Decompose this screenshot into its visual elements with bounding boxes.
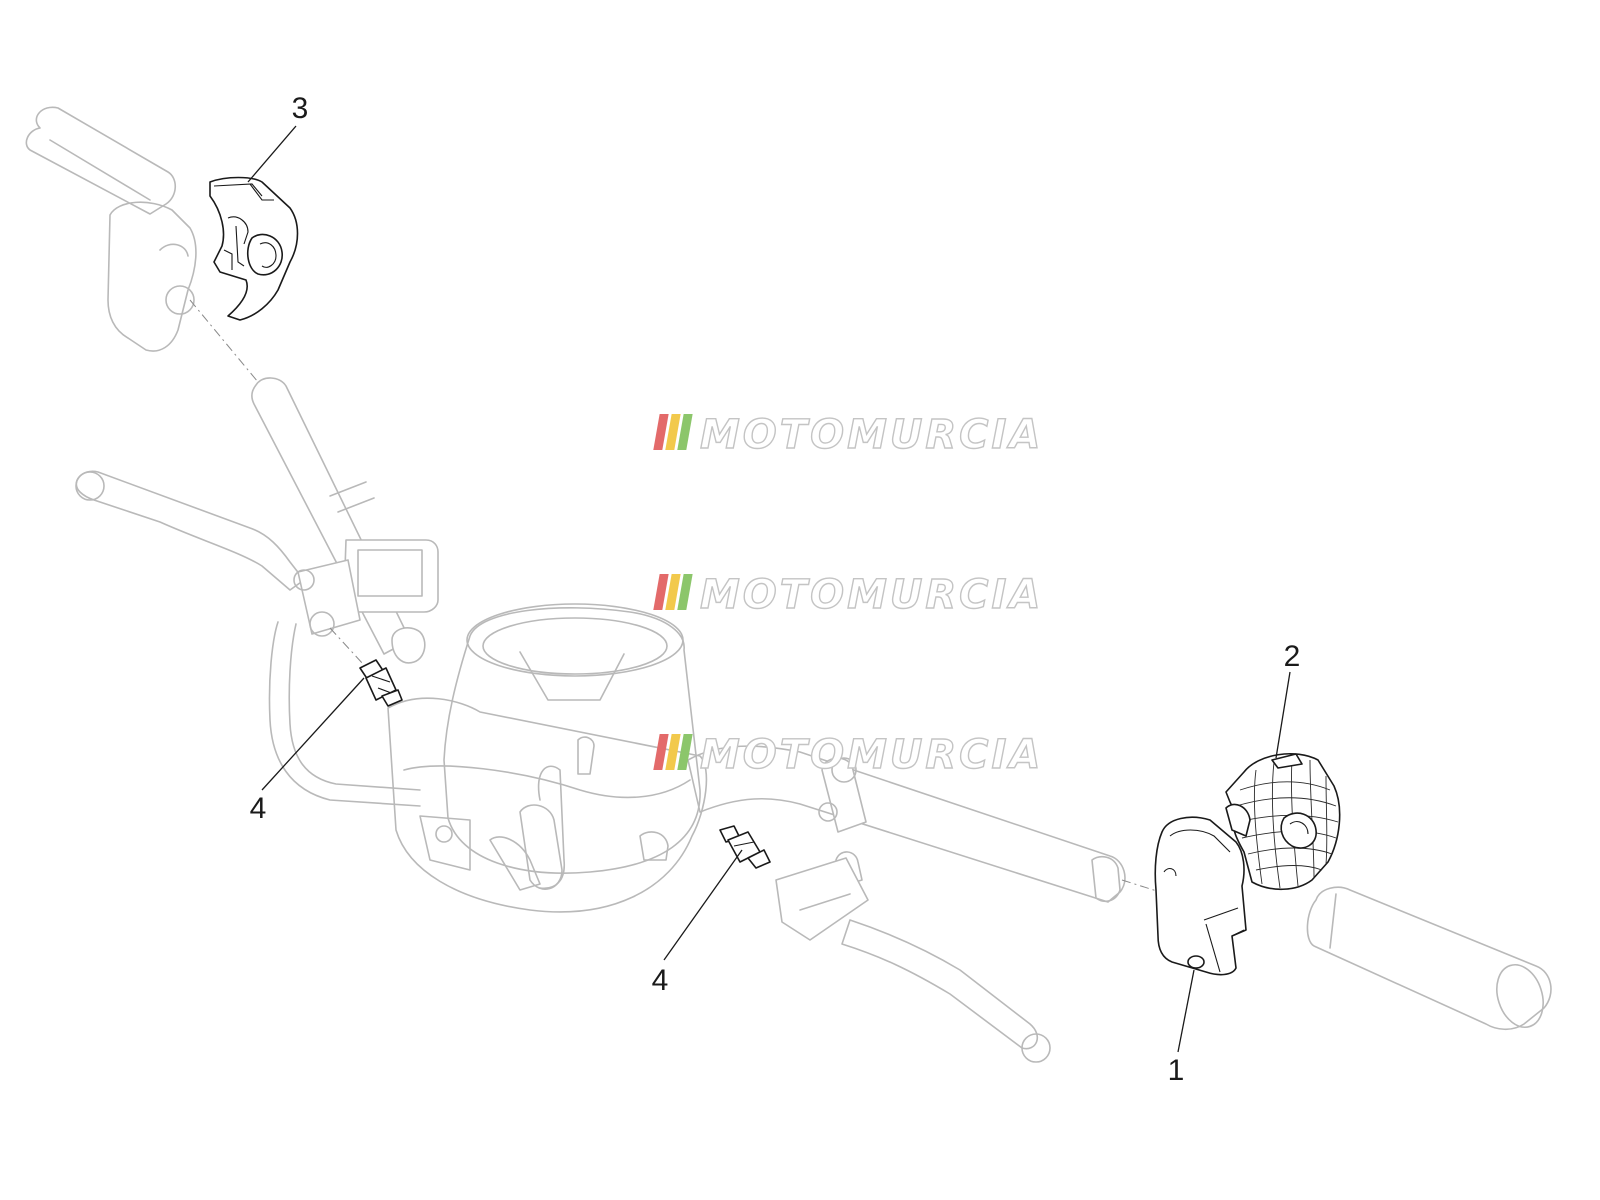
callout-1[interactable]: 1 xyxy=(1168,1054,1185,1087)
leader-line-4a xyxy=(261,677,365,791)
watermark-stripe-red xyxy=(653,574,669,610)
watermark-stripe-green xyxy=(677,574,693,610)
handlebar-assembly-outline xyxy=(25,106,1552,1063)
callout-4-left[interactable]: 4 xyxy=(250,792,267,825)
watermark-stripe-yellow xyxy=(665,574,681,610)
leader-line-3 xyxy=(247,125,297,183)
watermark: MOTOMURCIA MOTOMURCIA MOTOMURCIA xyxy=(653,411,1043,779)
part-4-right-stop-switch[interactable] xyxy=(719,825,771,869)
watermark-stripe-yellow xyxy=(665,734,681,770)
watermark-stripe-red xyxy=(653,734,669,770)
leader-lines xyxy=(247,125,1291,1053)
part-2-right-switch-cover[interactable] xyxy=(1225,753,1341,891)
watermark-stripe-red xyxy=(653,414,669,450)
part-4-left-stop-switch[interactable] xyxy=(359,659,403,707)
leader-line-4b xyxy=(663,849,743,961)
callout-4-right[interactable]: 4 xyxy=(652,964,669,997)
part-3-left-switch-cover[interactable] xyxy=(209,176,299,321)
callout-3[interactable]: 3 xyxy=(292,92,309,125)
watermark-stripe-green xyxy=(677,734,693,770)
part-1-right-switch-housing[interactable] xyxy=(1154,816,1247,976)
callout-2[interactable]: 2 xyxy=(1284,640,1301,673)
watermark-text: MOTOMURCIA xyxy=(700,572,1043,618)
leader-line-2 xyxy=(1275,671,1291,759)
watermark-stripe-green xyxy=(677,414,693,450)
callouts: 3 2 4 4 1 xyxy=(250,92,1301,1087)
leader-line-1 xyxy=(1177,969,1195,1053)
watermark-text: MOTOMURCIA xyxy=(700,732,1043,778)
watermark-text: MOTOMURCIA xyxy=(700,412,1043,458)
watermark-stripe-yellow xyxy=(665,414,681,450)
